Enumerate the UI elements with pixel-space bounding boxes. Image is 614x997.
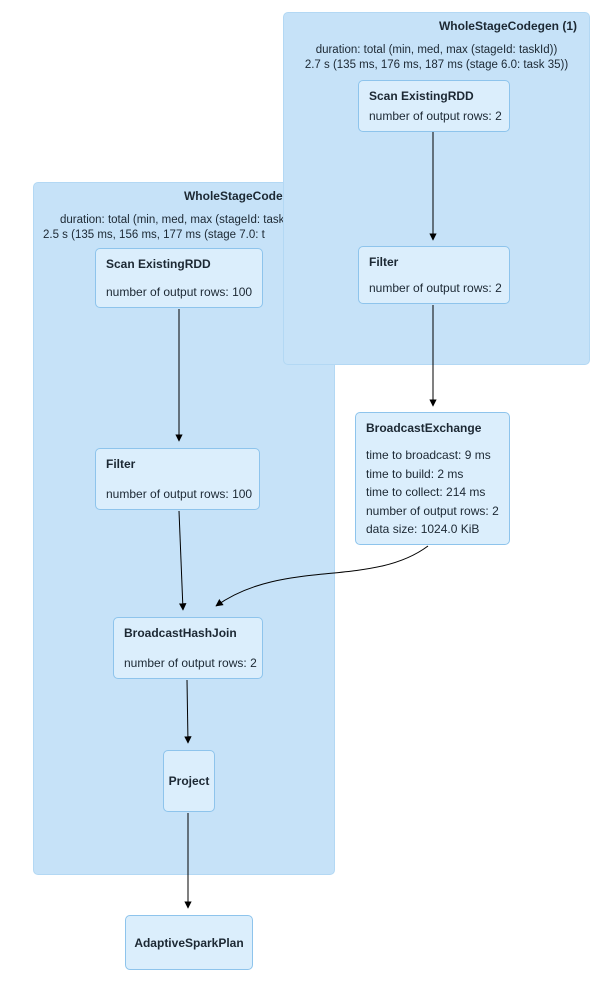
cluster-wholestagecodegen-1: WholeStageCodegen (1) duration: total (m… (283, 12, 590, 365)
cluster-wholestagecodegen-1-title: WholeStageCodegen (1) (438, 19, 577, 33)
node-metric-time-to-build: time to build: 2 ms (366, 466, 464, 481)
node-adaptivesparkplan[interactable]: AdaptiveSparkPlan (125, 915, 253, 970)
node-title: Scan ExistingRDD (106, 257, 211, 271)
node-title: Filter (106, 457, 136, 471)
node-broadcastexchange[interactable]: BroadcastExchange time to broadcast: 9 m… (355, 412, 510, 545)
node-scan-existingrdd-1[interactable]: Scan ExistingRDD number of output rows: … (358, 80, 510, 132)
node-title: Filter (369, 255, 399, 269)
node-metric-output-rows: number of output rows: 2 (366, 503, 499, 518)
node-title: BroadcastExchange (366, 421, 482, 435)
node-title: Scan ExistingRDD (369, 89, 474, 103)
node-metric-data-size: data size: 1024.0 KiB (366, 522, 480, 536)
node-metric-time-to-collect: time to collect: 214 ms (366, 485, 486, 499)
node-filter-1[interactable]: Filter number of output rows: 2 (358, 246, 510, 304)
node-filter-2[interactable]: Filter number of output rows: 100 (95, 448, 260, 510)
cluster-wholestagecodegen-1-duration-value: 2.7 s (135 ms, 176 ms, 187 ms (stage 6.0… (304, 59, 569, 71)
node-title: AdaptiveSparkPlan (134, 935, 244, 950)
cluster-wholestagecodegen-2-duration-value: 2.5 s (135 ms, 156 ms, 177 ms (stage 7.0… (43, 229, 265, 241)
node-project[interactable]: Project (163, 750, 215, 812)
node-metric-time-to-broadcast: time to broadcast: 9 ms (366, 448, 491, 462)
node-broadcasthashjoin[interactable]: BroadcastHashJoin number of output rows:… (113, 617, 263, 679)
node-scan-existingrdd-2[interactable]: Scan ExistingRDD number of output rows: … (95, 248, 263, 308)
node-metric-output-rows: number of output rows: 100 (106, 487, 253, 501)
node-title: BroadcastHashJoin (124, 626, 237, 640)
cluster-wholestagecodegen-2-duration-label: duration: total (min, med, max (stageId:… (60, 214, 302, 226)
node-metric-output-rows: number of output rows: 2 (369, 109, 502, 123)
node-metric-output-rows: number of output rows: 2 (124, 656, 257, 670)
node-metric-output-rows: number of output rows: 2 (369, 281, 502, 295)
node-metric-output-rows: number of output rows: 100 (106, 285, 253, 299)
cluster-wholestagecodegen-1-duration-label: duration: total (min, med, max (stageId:… (315, 44, 558, 56)
node-title: Project (168, 774, 210, 788)
